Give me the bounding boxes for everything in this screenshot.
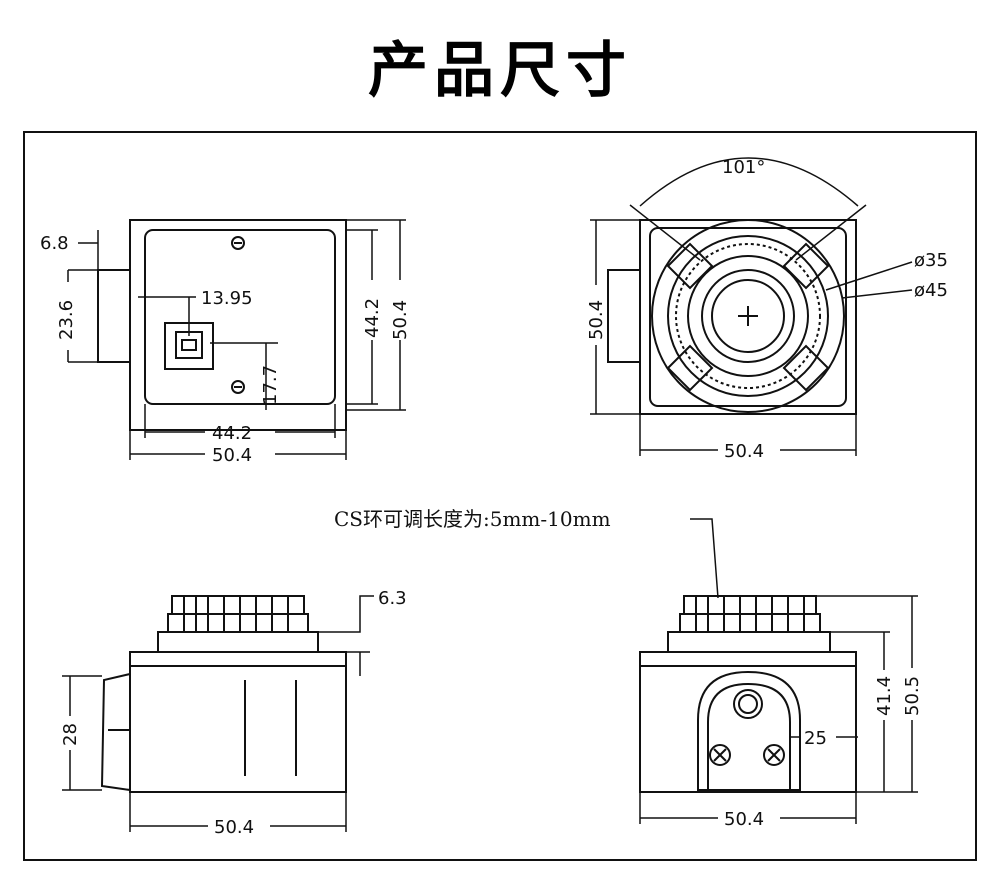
bottom-dim-50-5: 50.5	[902, 676, 923, 716]
rear-dim-6-8: 6.8	[40, 233, 69, 254]
bottom-dim-25: 25	[804, 728, 827, 749]
side-view	[62, 595, 374, 832]
rear-dim-44-2-height: 44.2	[362, 298, 383, 338]
front-dim-dia35: ø35	[914, 250, 948, 271]
bottom-dim-50-4: 50.4	[724, 809, 764, 830]
bottom-view	[639, 595, 918, 824]
page-title: 产品尺寸	[368, 36, 632, 106]
side-dim-6-3: 6.3	[378, 588, 407, 609]
rear-dim-50-4-width: 50.4	[212, 445, 252, 466]
bottom-dim-41-4: 41.4	[874, 676, 895, 716]
front-dim-angle: 101°	[722, 157, 765, 178]
rear-view	[67, 219, 406, 460]
note-leader	[690, 518, 719, 599]
rear-dim-13-95: 13.95	[201, 288, 253, 309]
side-dim-50-4: 50.4	[214, 817, 254, 838]
cs-ring-note: CS环可调长度为:5mm-10mm	[334, 507, 611, 531]
rear-dim-23-6: 23.6	[56, 300, 77, 340]
rear-dim-50-4-height: 50.4	[390, 300, 411, 340]
front-dim-50-4-height: 50.4	[586, 300, 607, 340]
front-dim-dia45: ø45	[914, 280, 948, 301]
side-dim-28: 28	[60, 723, 81, 746]
drawing-frame	[23, 131, 977, 861]
rear-dim-44-2-width: 44.2	[212, 423, 252, 444]
rear-dim-17-7: 17.7	[260, 365, 281, 405]
front-dim-50-4-width: 50.4	[724, 441, 764, 462]
front-view	[590, 157, 913, 456]
